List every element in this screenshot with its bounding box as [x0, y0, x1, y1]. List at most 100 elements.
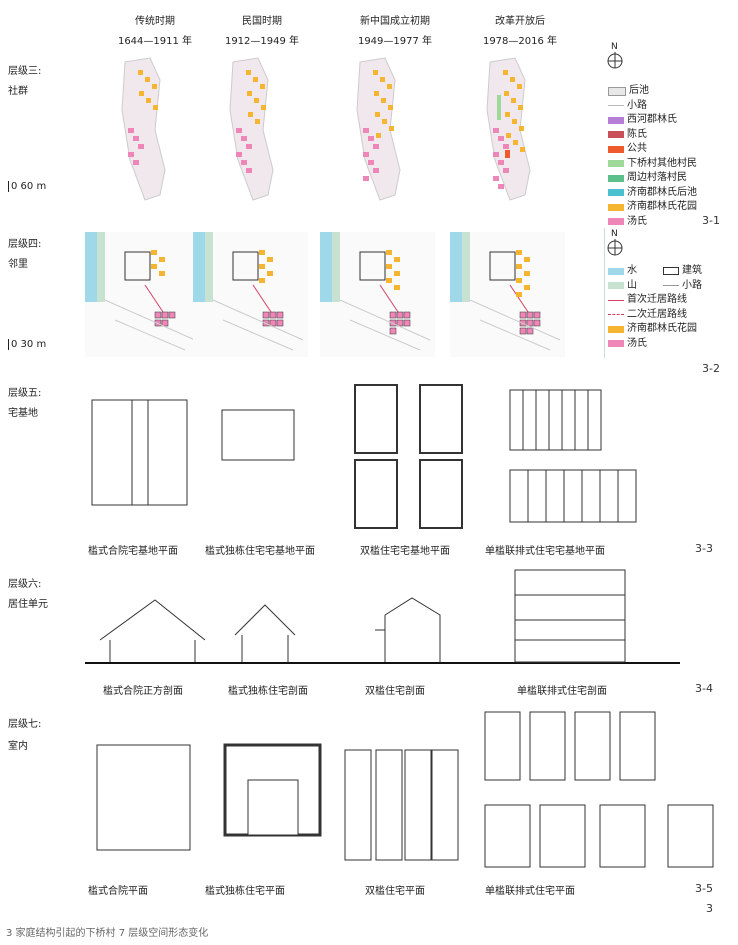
tang-block [154, 319, 162, 327]
garden-block [261, 105, 266, 110]
garden-block [246, 70, 251, 75]
tang-block [498, 160, 504, 165]
caption: 单槛联排式住宅剖面 [517, 686, 607, 697]
legend-item: 首次迁居路线 [608, 293, 702, 308]
garden-block [248, 112, 253, 117]
road [469, 299, 561, 351]
tang-block [493, 152, 499, 157]
garden-block [382, 119, 387, 124]
legend-item: 山 小路 [608, 279, 702, 294]
legend-label: 建筑 [682, 265, 702, 276]
caption: 槛式独栋住宅剖面 [228, 686, 308, 697]
legend-item: 小路 [608, 99, 697, 114]
double-house-plot-plan [354, 384, 398, 454]
garden-block [387, 84, 392, 89]
garden-block [394, 285, 400, 290]
swatch [608, 131, 624, 139]
garden-block [247, 91, 252, 96]
row-house-floor-plan [599, 804, 646, 868]
period-years: 1949—1977 年 [357, 36, 433, 47]
courtyard [247, 779, 299, 836]
swatch [608, 160, 624, 168]
legend-label: 小路 [627, 99, 647, 111]
garden-block [376, 133, 381, 138]
legend-item: 济南郡林氏花园 [608, 200, 697, 215]
legend-item: 汤氏 [608, 337, 702, 352]
tang-block [519, 311, 527, 319]
garden-block [386, 250, 392, 255]
row-house-floor-plan [619, 711, 656, 781]
garden-block [146, 98, 151, 103]
garden-block [138, 70, 143, 75]
page-number: 3 [706, 902, 713, 915]
garden-block [381, 98, 386, 103]
garden-block [394, 271, 400, 276]
legend-item: 西河郡林氏 [608, 113, 697, 128]
garden-block [254, 98, 259, 103]
tang-block [526, 311, 534, 319]
tang-block [403, 319, 411, 327]
swatch [608, 86, 626, 96]
legend-label: 山 [627, 279, 637, 291]
tang-block [269, 319, 277, 327]
hill-area [97, 232, 105, 302]
tang-block [493, 176, 499, 181]
legend-item: 陈氏 [608, 128, 697, 143]
north-label: N [611, 229, 618, 239]
level-name: 社群 [8, 86, 28, 97]
migration-route [379, 284, 401, 316]
tang-block [498, 136, 504, 141]
tang-block [389, 319, 397, 327]
tang-block [236, 152, 242, 157]
garden-block [394, 257, 400, 262]
garden-block [524, 285, 530, 290]
tang-block [389, 327, 397, 335]
villager-block [497, 95, 501, 120]
period-name: 改革开放后 [495, 16, 545, 27]
period-name: 新中国成立初期 [360, 16, 430, 27]
tang-block [236, 128, 242, 133]
legend-label: 西河郡林氏 [627, 114, 677, 125]
building [489, 251, 516, 281]
row-house-floor-plan [539, 804, 586, 868]
tang-block [154, 311, 162, 319]
garden-block [524, 271, 530, 276]
garden-block [145, 77, 150, 82]
tang-block [396, 319, 404, 327]
garden-block [159, 271, 165, 276]
tang-block [533, 319, 541, 327]
tang-block [241, 136, 247, 141]
tang-block [269, 311, 277, 319]
row-house-plot [545, 469, 565, 523]
garden-block [388, 105, 393, 110]
figure-number: 3-2 [702, 362, 720, 375]
tang-block [503, 144, 509, 149]
garden-block [505, 112, 510, 117]
figure-number: 3-3 [695, 542, 713, 555]
tang-block [161, 311, 169, 319]
garden-block [510, 77, 515, 82]
legend-label: 小路 [682, 279, 702, 291]
level-name: 宅基地 [8, 408, 38, 419]
tang-block [241, 160, 247, 165]
tang-block [246, 144, 252, 149]
single-house-plot-plan [221, 409, 295, 461]
garden-block [516, 250, 522, 255]
legend-item: 后池 [608, 84, 697, 99]
garden-block [518, 105, 523, 110]
level-label: 层级五: [8, 388, 42, 399]
legend-label: 济南郡林氏花园 [627, 201, 697, 212]
north-label: N [611, 42, 618, 52]
tang-block [363, 152, 369, 157]
figure-number: 3-5 [695, 882, 713, 895]
tang-block [262, 319, 270, 327]
north-arrow-icon [607, 52, 623, 69]
row-house-floor-plan [667, 804, 714, 868]
legend-label: 下桥村其他村民 [627, 157, 697, 169]
double-house-plot-plan [419, 459, 463, 529]
garden-block [267, 271, 273, 276]
tang-block [526, 327, 534, 335]
